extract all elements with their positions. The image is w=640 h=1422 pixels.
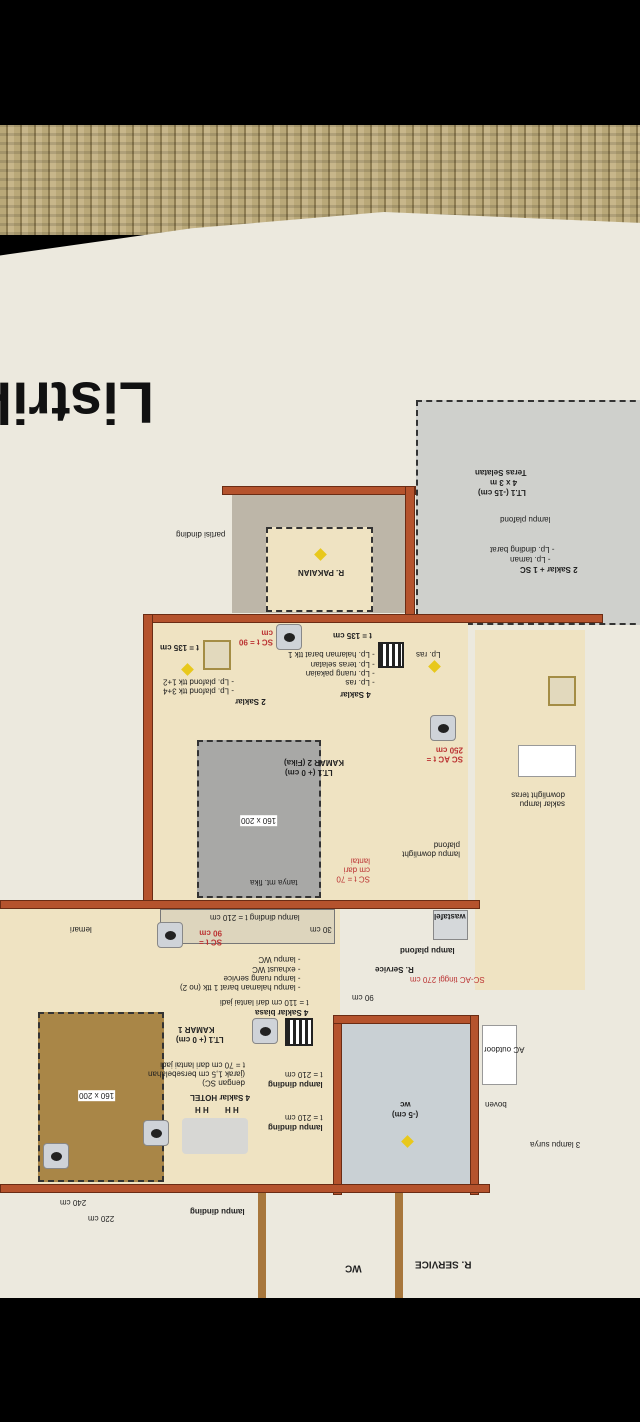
wastafel-sink — [433, 910, 468, 940]
wall — [143, 614, 153, 910]
t30-label: 30 cm — [310, 925, 332, 935]
socket-icon — [43, 1143, 69, 1169]
saklar-teras-label: saklar lampu downlight teras — [511, 790, 565, 809]
t110-label: t = 110 cm dari lantai jadi — [220, 998, 309, 1008]
wall — [470, 1015, 479, 1195]
w90-label: 90 cm — [352, 993, 374, 1003]
lp-dinding-label: - Lp. dinding barat — [490, 545, 555, 555]
wall — [222, 486, 416, 495]
wall — [333, 1015, 478, 1024]
sc-t90-label: SC t = 90 cm — [238, 628, 273, 647]
saklar-sc-label: 2 Saklar + 1 SC — [520, 565, 578, 575]
sc-ac-label: SC AC t = 250 cm — [426, 745, 463, 764]
lp-ras-label: Lp. ras — [416, 650, 441, 660]
socket-icon — [157, 922, 183, 948]
wc-room — [342, 1024, 470, 1184]
lampu-plafond-label: lampu plafond — [500, 515, 551, 525]
saklar4-items: - Lp. ras- Lp. ruang pakaian- Lp. teras … — [288, 650, 375, 687]
light-switch[interactable] — [203, 640, 231, 670]
teras-size: 4 x 3 m — [490, 478, 518, 488]
sc-t90b-label: SC t = 90 cm — [199, 928, 222, 947]
r-service-label: R. Service — [375, 965, 414, 975]
kamar-2-label: KAMAR 2 (Fika) — [284, 758, 345, 768]
w220-label: 220 cm — [88, 1214, 115, 1224]
teras-label: Teras Selatan — [475, 468, 527, 478]
kamar-1-level: LT.1 (+ 0 cm) — [176, 1035, 224, 1045]
ac-outdoor-label: AC outdoor — [484, 1045, 525, 1055]
socket-icon — [276, 624, 302, 650]
lampu-dinding-label-3: lampu dinding — [190, 1207, 245, 1217]
sc-ac2-label: SC-AC tinggi 270 cm — [410, 975, 485, 985]
lamp-dinding-panel — [160, 909, 335, 944]
sc-t70-label: SC t = 70 cm dari lantai — [336, 856, 370, 884]
hotel-label: 4 Saklar HOTEL — [190, 1093, 251, 1103]
switch-panel-icon — [285, 1018, 313, 1046]
saklar2-items: - Lp. plafond ttk 3+4- Lp. plafond ttk 1… — [163, 677, 234, 696]
lampu-plafond-label-2: lampu plafond — [400, 946, 455, 956]
ac-socket-icon — [430, 715, 456, 741]
boven-label: boven — [485, 1100, 507, 1110]
ac-outdoor-unit — [518, 745, 576, 777]
wastafel-label: wastafel — [434, 912, 466, 922]
hh-label: H H — [225, 1105, 239, 1115]
saklar2-label: 2 Saklar — [235, 697, 266, 707]
r-service-title: R. SERVICE — [415, 1258, 472, 1270]
ac-outdoor-unit-2 — [482, 1025, 517, 1085]
r-pakaian-inner — [266, 527, 373, 612]
downlight-label: lampu downlight plafond — [402, 840, 460, 859]
teras-selatan-area — [416, 400, 640, 625]
lemari-label: lemari — [70, 925, 92, 935]
kamar-2-level: LT.1 (+ 0 cm) — [285, 768, 333, 778]
bed-size-1: 160 x 200 — [78, 1090, 116, 1102]
wc-label: wc — [400, 1100, 411, 1110]
wc2-label: WC — [345, 1262, 362, 1274]
bed-size: 160 x 200 — [240, 815, 278, 827]
hotel-switch[interactable] — [182, 1118, 248, 1154]
tanya-label: tanya mt. fika — [250, 878, 298, 888]
wall — [333, 1015, 342, 1195]
saklar4-label: 4 Saklar — [340, 690, 371, 700]
partisi-label: partisi dinding — [176, 530, 226, 540]
kamar-1-label: KAMAR 1 — [178, 1025, 215, 1035]
wall — [0, 900, 480, 909]
w240-label: 240 cm — [60, 1198, 87, 1208]
socket-icon — [252, 1018, 278, 1044]
plan-title: Listrik — [0, 369, 155, 435]
lampu-dinding-label: lampu dinding — [268, 1080, 323, 1090]
wall — [258, 1193, 266, 1298]
socket-icon — [143, 1120, 169, 1146]
light-switch[interactable] — [548, 676, 576, 706]
t210-label-2: t = 210 cm — [285, 1113, 323, 1123]
t210-label: t = 210 cm — [285, 1070, 323, 1080]
t135-label-2: t = 135 cm — [160, 643, 199, 653]
t135-label: t = 135 cm — [333, 631, 372, 641]
biasa-items: - lampu halaman barat 1 ttk (no 2)- lamp… — [180, 955, 301, 992]
hh-label-2: H H — [195, 1105, 209, 1115]
saklar-biasa-label: 4 Saklar biasa — [255, 1008, 309, 1018]
switch-panel-icon — [378, 642, 404, 668]
wc-level: (-5 cm) — [392, 1110, 419, 1120]
lp-taman-label: - Lp. taman — [510, 555, 551, 565]
wall — [0, 1184, 490, 1193]
r-pakaian-label: R. PAKAIAN — [298, 568, 345, 578]
wall — [395, 1193, 403, 1298]
lampu-surya-label: 3 lampu surya — [530, 1140, 581, 1150]
wall — [143, 614, 603, 623]
lampu-dinding-t: lampu dinding t = 210 cm — [210, 913, 300, 923]
wall — [405, 486, 415, 616]
woven-mat-background — [0, 125, 640, 235]
lampu-dinding-label-2: lampu dinding — [268, 1123, 323, 1133]
teras-level: LT.1 (-15 cm) — [478, 488, 526, 498]
